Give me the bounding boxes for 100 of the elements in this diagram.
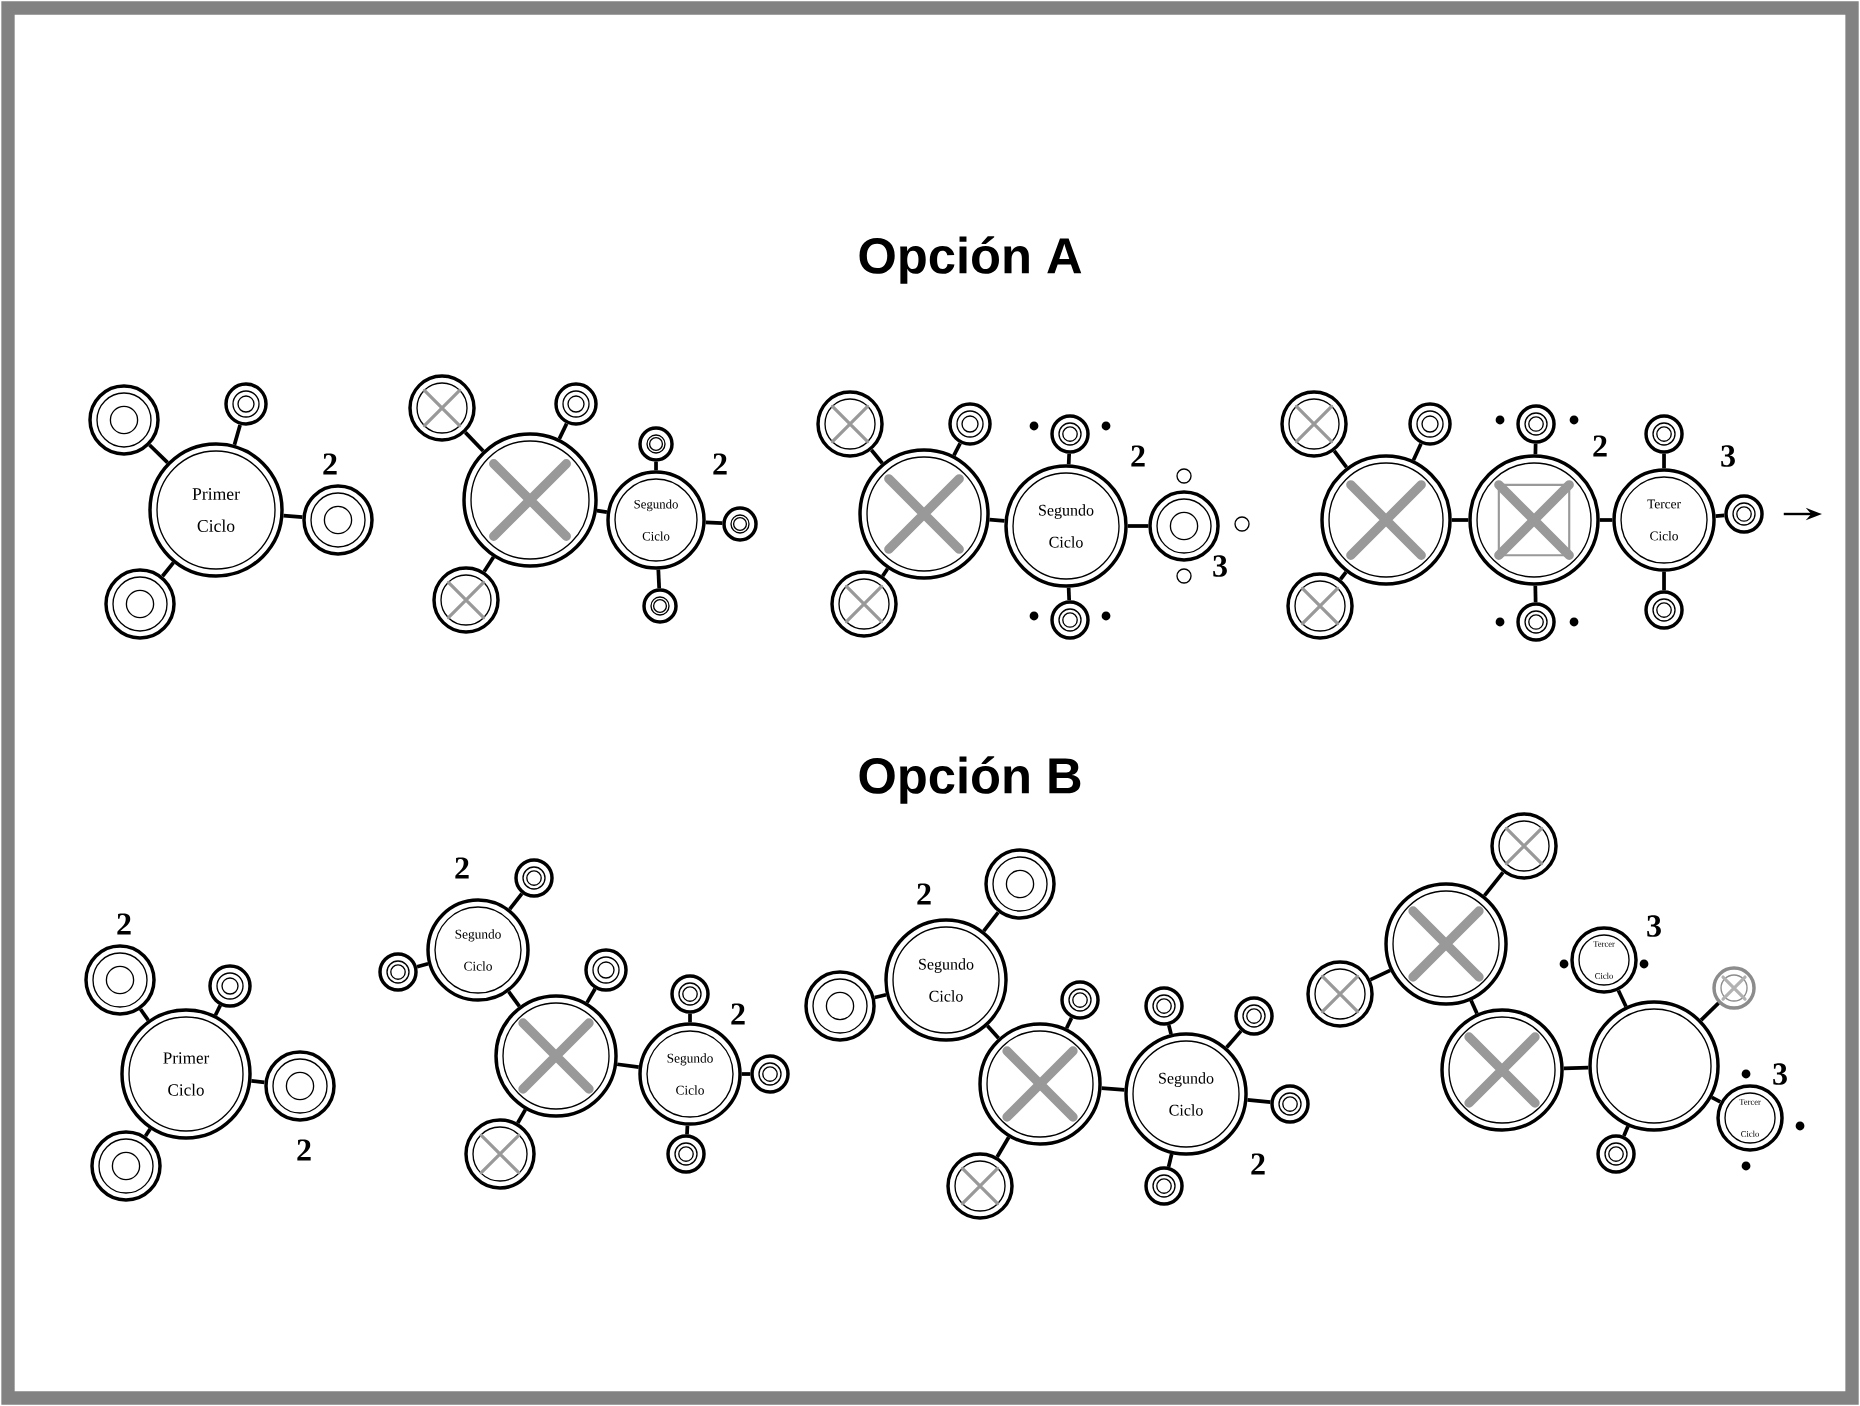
crossed-circle [946, 1152, 1014, 1220]
connector [1451, 518, 1469, 522]
connector [148, 443, 169, 464]
circle [514, 858, 554, 898]
connector [995, 1136, 1011, 1158]
connector [557, 422, 569, 440]
circle [1516, 404, 1556, 444]
circle [264, 1050, 336, 1122]
connector [1710, 1095, 1722, 1104]
connector [139, 1008, 150, 1022]
crossed-circle [432, 566, 500, 634]
number-label: 2 [117, 913, 131, 935]
circle [948, 402, 992, 446]
connector [1332, 449, 1349, 469]
circle [378, 952, 418, 992]
connector [1662, 453, 1666, 469]
circle [1644, 414, 1684, 454]
circle [642, 588, 678, 624]
connector [516, 1108, 527, 1124]
crossed-circle [464, 1118, 536, 1190]
circle [1060, 980, 1100, 1020]
connector [161, 561, 175, 578]
crossed-circle [408, 374, 476, 442]
connector [1066, 453, 1072, 465]
number-label: 3 [1213, 555, 1227, 577]
connector [416, 961, 429, 969]
connector [1533, 443, 1538, 455]
connector [213, 1004, 222, 1017]
circle [1588, 1000, 1720, 1132]
circle [88, 384, 160, 456]
crossed-circle [1384, 882, 1508, 1006]
connector [1101, 1086, 1125, 1092]
circle [90, 1130, 162, 1202]
connector [1699, 1001, 1720, 1022]
circle [1144, 1166, 1184, 1206]
heading: Opción A [859, 236, 1082, 284]
circle [1050, 600, 1090, 640]
connector [507, 990, 521, 1008]
crossed-circle [858, 448, 990, 580]
crossed-circle [494, 994, 618, 1118]
circle [1644, 590, 1684, 630]
number-label: 2 [917, 883, 931, 905]
crossed-circle [830, 570, 898, 638]
circle [1516, 602, 1556, 642]
connector [1064, 1017, 1074, 1030]
circle [804, 970, 876, 1042]
circle [638, 426, 674, 462]
connector [1662, 571, 1666, 591]
connector [616, 1062, 639, 1069]
connector [685, 1125, 690, 1135]
connector [656, 569, 662, 589]
connector [482, 556, 496, 573]
connector [508, 892, 524, 911]
connector [688, 1013, 692, 1023]
circle [224, 382, 268, 426]
circle [84, 944, 156, 1016]
connector [881, 567, 890, 577]
connector [654, 461, 658, 471]
crossed-circle [1280, 390, 1348, 458]
connector [870, 448, 884, 465]
connector [989, 517, 1005, 523]
circle [1270, 1084, 1310, 1124]
connector [986, 1024, 1000, 1040]
number-label: 2 [1251, 1153, 1265, 1175]
circle [1596, 1134, 1636, 1174]
connector [705, 520, 723, 526]
number-label: 2 [1593, 435, 1607, 457]
crossed-circle [1320, 454, 1452, 586]
crossed-circle [462, 432, 598, 568]
connector [1066, 587, 1072, 601]
connector [1533, 585, 1538, 603]
crossed-circle [1712, 966, 1756, 1010]
heading: Opción B [859, 756, 1081, 804]
number-label: 3 [1647, 915, 1661, 937]
connector [982, 911, 1000, 933]
crossed-circle [1440, 1008, 1564, 1132]
connector [1247, 1098, 1271, 1104]
crossed-circle [1306, 960, 1374, 1028]
circle [1724, 494, 1764, 534]
connector [741, 1072, 751, 1076]
circle [1408, 402, 1452, 446]
connector [1166, 1153, 1174, 1168]
number-label: 2 [455, 857, 469, 879]
circle [104, 568, 176, 640]
connector [1369, 968, 1391, 982]
connector [1563, 1065, 1589, 1071]
connector [1616, 989, 1628, 1008]
connector [1469, 999, 1479, 1015]
connector [585, 987, 597, 1004]
connector [596, 508, 608, 515]
connector [1483, 871, 1505, 897]
connector [143, 1128, 152, 1138]
circle [670, 974, 710, 1014]
circle [1234, 996, 1274, 1036]
crossed-circle [978, 1022, 1102, 1146]
circle [666, 1134, 706, 1174]
connector [952, 442, 962, 457]
number-label: 2 [1131, 445, 1145, 467]
connector [232, 424, 242, 446]
connector [1339, 571, 1348, 581]
